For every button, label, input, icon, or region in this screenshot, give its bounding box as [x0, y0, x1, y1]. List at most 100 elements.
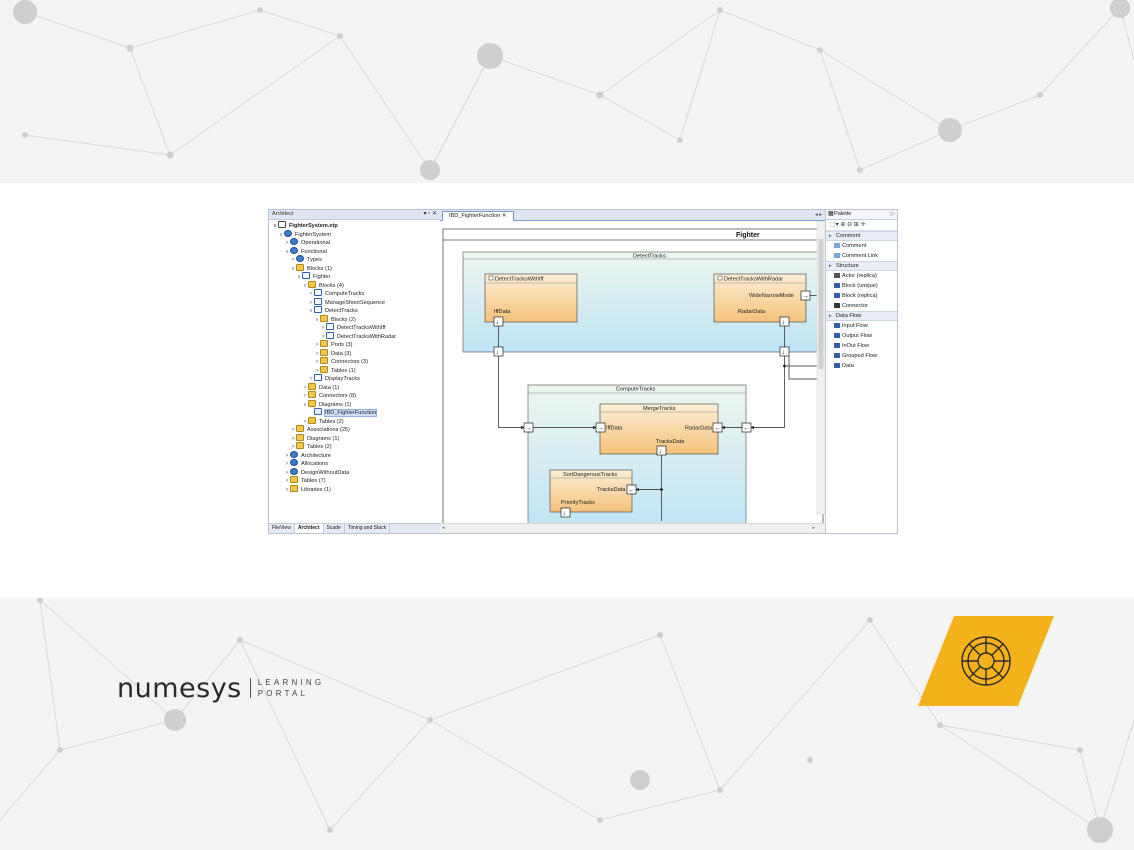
- chevron-right-icon[interactable]: >: [285, 240, 289, 246]
- tree-item[interactable]: >DesignWithoutData: [284, 467, 349, 476]
- horizontal-scrollbar[interactable]: ◂ ▸: [440, 523, 825, 533]
- chevron-right-icon[interactable]: >: [291, 435, 295, 442]
- chevron-down-icon[interactable]: v: [303, 282, 307, 289]
- tab-ibd-fighter-function[interactable]: IBD_FighterFunction ✕: [442, 211, 514, 221]
- chevron-right-icon[interactable]: >: [315, 367, 319, 374]
- palette-item-connector[interactable]: Connector: [826, 301, 897, 311]
- tree-item[interactable]: >Operational: [284, 238, 330, 246]
- zoom-in-icon[interactable]: ⊕: [840, 222, 846, 228]
- chevron-right-icon[interactable]: >: [309, 376, 313, 382]
- tab-architect[interactable]: Architect: [294, 524, 324, 533]
- palette-item-grouped-flow[interactable]: Grouped Flow: [826, 351, 897, 361]
- chevron-down-icon[interactable]: v: [315, 316, 319, 323]
- chevron-right-icon[interactable]: ▸: [829, 313, 832, 319]
- chevron-right-icon[interactable]: >: [321, 325, 325, 331]
- chevron-down-icon[interactable]: v: [273, 223, 277, 229]
- tab-scroll-controls[interactable]: ◂ ▸: [814, 212, 822, 218]
- chevron-right-icon[interactable]: >: [315, 350, 319, 357]
- tab-fileview[interactable]: FileView: [269, 524, 295, 533]
- chevron-down-icon[interactable]: v: [291, 265, 295, 272]
- vertical-scrollbar-thumb[interactable]: [818, 239, 824, 369]
- tree-item[interactable]: >Connectors (3): [314, 357, 368, 365]
- tree-item[interactable]: >Types: [290, 255, 322, 263]
- tree-item[interactable]: IBD_FighterFunction: [308, 408, 378, 417]
- palette-item-block-replica[interactable]: Block (replica): [826, 291, 897, 301]
- tree-item[interactable]: >Data (1): [302, 382, 339, 391]
- tree-item[interactable]: >DetectTracksWithRadar: [320, 331, 396, 340]
- chevron-right-icon[interactable]: >: [315, 359, 319, 365]
- tree-item[interactable]: >Tables (2): [302, 416, 344, 425]
- chevron-right-icon[interactable]: >: [321, 333, 325, 340]
- chevron-right-icon[interactable]: >: [285, 469, 289, 476]
- tree-item[interactable]: >Connectors (8): [302, 391, 356, 399]
- zoom-out-icon[interactable]: ⊖: [847, 222, 853, 228]
- palette-item-comment[interactable]: Comment: [826, 241, 897, 251]
- detect-tracks-with-radar-block[interactable]: [713, 273, 807, 323]
- tab-timing-and-stack[interactable]: Timing and Stack: [345, 524, 391, 533]
- chevron-right-icon[interactable]: ▸: [829, 263, 832, 269]
- zoom-fit-icon[interactable]: ⊞: [853, 222, 859, 228]
- chevron-right-icon[interactable]: >: [303, 418, 307, 425]
- chevron-right-icon[interactable]: ▸: [829, 233, 832, 239]
- chevron-right-icon[interactable]: >: [291, 444, 295, 450]
- scroll-left-icon[interactable]: ◂: [442, 525, 445, 531]
- tree-item[interactable]: >Diagrams (1): [290, 433, 339, 442]
- palette-item-block-unique[interactable]: Block (unique): [826, 281, 897, 291]
- tree-item[interactable]: >Libraries (1): [284, 484, 331, 493]
- chevron-right-icon[interactable]: >: [291, 427, 295, 433]
- scroll-right-icon[interactable]: ▸: [812, 525, 815, 531]
- tree-item[interactable]: >DisplayTracks: [308, 374, 360, 382]
- tab-scade[interactable]: Scade: [324, 524, 345, 533]
- palette-item-data[interactable]: Data: [826, 361, 897, 371]
- tree-item[interactable]: >ComputeTracks: [308, 289, 364, 297]
- chevron-right-icon[interactable]: >: [315, 342, 319, 348]
- tree-item[interactable]: >Tables (2): [290, 442, 332, 450]
- tree-item[interactable]: >DetectTracksWithIff: [320, 323, 386, 331]
- chevron-right-icon[interactable]: >: [303, 393, 307, 399]
- explorer-window-controls[interactable]: ▾ ▫ ✕: [423, 211, 438, 217]
- chevron-right-icon[interactable]: >: [309, 299, 313, 306]
- palette-item-input-flow[interactable]: Input Flow: [826, 321, 897, 331]
- tree-item[interactable]: >Allocations: [284, 459, 328, 467]
- palette-item-output-flow[interactable]: Output Flow: [826, 331, 897, 341]
- chevron-down-icon[interactable]: v: [297, 274, 301, 280]
- palette-collapse-icon[interactable]: ▷: [890, 211, 895, 217]
- chevron-right-icon[interactable]: >: [285, 486, 289, 493]
- tree-item[interactable]: >ManageShootSequence: [308, 297, 385, 306]
- chevron-right-icon[interactable]: >: [303, 384, 307, 391]
- sort-dangerous-tracks-block[interactable]: [549, 469, 633, 513]
- chevron-right-icon[interactable]: >: [285, 461, 289, 467]
- palette-group-comment[interactable]: ▸Comment: [826, 231, 897, 241]
- move-icon[interactable]: ✛: [860, 222, 866, 228]
- palette-item-inout-flow[interactable]: InOut Flow: [826, 341, 897, 351]
- chevron-down-icon[interactable]: v: [285, 248, 289, 255]
- chevron-down-icon[interactable]: v: [303, 401, 307, 408]
- detect-tracks-with-iff-block[interactable]: [484, 273, 578, 323]
- chevron-right-icon[interactable]: >: [285, 452, 289, 459]
- sort-priority-output-port[interactable]: [560, 507, 571, 518]
- tree-item[interactable]: >Ports (3): [314, 340, 352, 348]
- palette-group-data-flow[interactable]: ▸Data Flow: [826, 311, 897, 321]
- tree-item[interactable]: >Architecture: [284, 450, 331, 459]
- palette-group-structure[interactable]: ▸Structure: [826, 261, 897, 271]
- chevron-right-icon[interactable]: >: [291, 257, 295, 263]
- chevron-right-icon[interactable]: >: [309, 291, 313, 297]
- palette-item-comment-link[interactable]: Comment Link: [826, 251, 897, 261]
- diagram-canvas[interactable]: Fighter DetectTracks DetectTracksWithIff…: [440, 221, 825, 523]
- tree-item[interactable]: >Data (3): [314, 348, 351, 357]
- tree-item[interactable]: >Tables (1): [314, 365, 356, 374]
- tree-item[interactable]: >Associations (25): [290, 425, 350, 433]
- palette-item-actor-replica[interactable]: Actor (replica): [826, 271, 897, 281]
- tree-item[interactable]: >Tables (7): [284, 476, 326, 484]
- chevron-down-icon[interactable]: v: [309, 308, 313, 314]
- select-tool-icon[interactable]: ⬚▾: [830, 222, 839, 228]
